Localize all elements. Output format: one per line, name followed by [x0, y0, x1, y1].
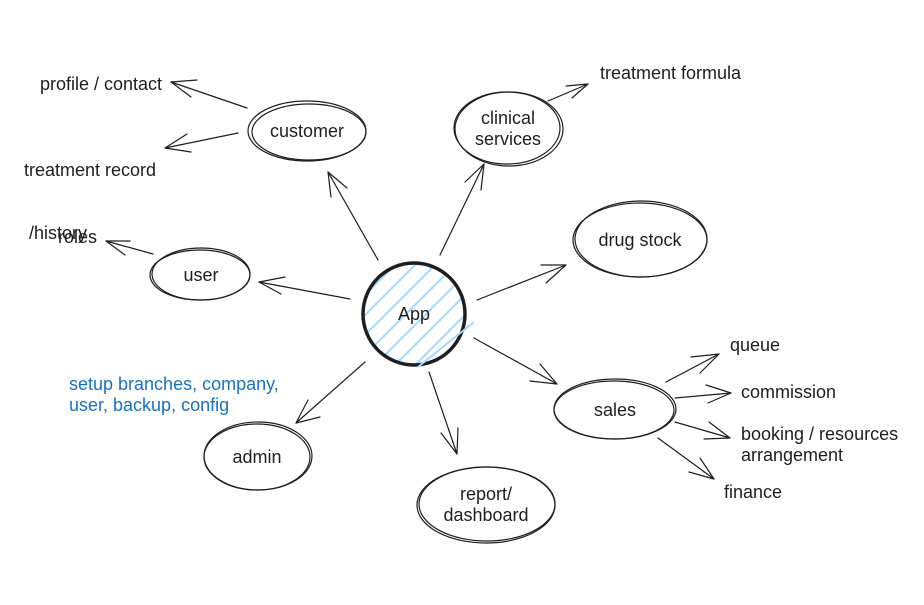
admin-note: setup branches, company, user, backup, c…	[69, 374, 279, 416]
app-node[interactable]	[361, 261, 467, 367]
arrow-sales-to-finance	[657, 437, 715, 480]
admin-label: admin	[232, 447, 282, 467]
admin-note-line-1: setup branches, company,	[69, 374, 279, 394]
user-label: user	[183, 265, 219, 285]
admin-note-line-2: user, backup, config	[69, 395, 230, 415]
customer-node-sketch	[251, 103, 367, 161]
clinical-services-line-1: clinical	[480, 108, 536, 128]
customer-label: customer	[269, 121, 345, 141]
arrow-app-to-sales	[473, 337, 558, 385]
profile-contact-label: profile / contact	[40, 74, 163, 94]
arrow-sales-to-booking	[674, 421, 731, 440]
arrow-app-to-admin	[295, 361, 366, 424]
arrow-app-to-clinical	[439, 163, 485, 256]
clinical-services-node-sketch	[453, 91, 561, 165]
roles-label: roles	[58, 227, 98, 247]
booking-line-2: arrangement	[741, 445, 844, 465]
commission-label: commission	[741, 382, 837, 402]
treatment-record-line-2: /history	[24, 223, 88, 243]
arrow-clinical-to-formula	[547, 83, 589, 102]
queue-label: queue	[730, 335, 781, 355]
user-node-sketch	[151, 247, 251, 301]
app-hatch-overflow	[417, 321, 475, 368]
treatment-record-label: treatment record /history	[24, 118, 156, 265]
app-label: App	[397, 304, 431, 324]
report-line-1: report/	[459, 484, 513, 504]
treatment-formula-label: treatment formula	[600, 63, 742, 83]
report-dashboard-label: report/ dashboard	[443, 484, 528, 526]
booking-line-1: booking / resources	[741, 424, 899, 444]
sales-label: sales	[593, 400, 637, 420]
arrow-customer-to-profile	[170, 79, 248, 109]
treatment-record-line-1: treatment record	[24, 160, 157, 180]
arrow-user-to-roles	[105, 240, 154, 256]
arrow-app-to-user	[258, 276, 351, 300]
booking-resources-label: booking / resources arrangement	[741, 424, 898, 466]
drug-stock-label: drug stock	[598, 230, 682, 250]
report-dashboard-node-sketch	[418, 466, 556, 542]
finance-label: finance	[724, 482, 783, 502]
report-line-2: dashboard	[443, 505, 529, 525]
drug-stock-node-sketch	[574, 200, 708, 278]
arrow-sales-to-commission	[674, 384, 732, 404]
admin-node-sketch	[203, 421, 313, 491]
arrow-customer-to-treatment-record	[164, 132, 239, 153]
clinical-services-line-2: services	[474, 129, 542, 149]
arrow-app-to-customer	[327, 171, 379, 261]
arrow-sales-to-queue	[665, 353, 720, 383]
arrow-app-to-report	[428, 371, 459, 455]
arrow-app-to-drug-stock	[476, 264, 567, 301]
clinical-services-label: clinical services	[475, 108, 541, 150]
sales-node-sketch	[553, 378, 677, 440]
